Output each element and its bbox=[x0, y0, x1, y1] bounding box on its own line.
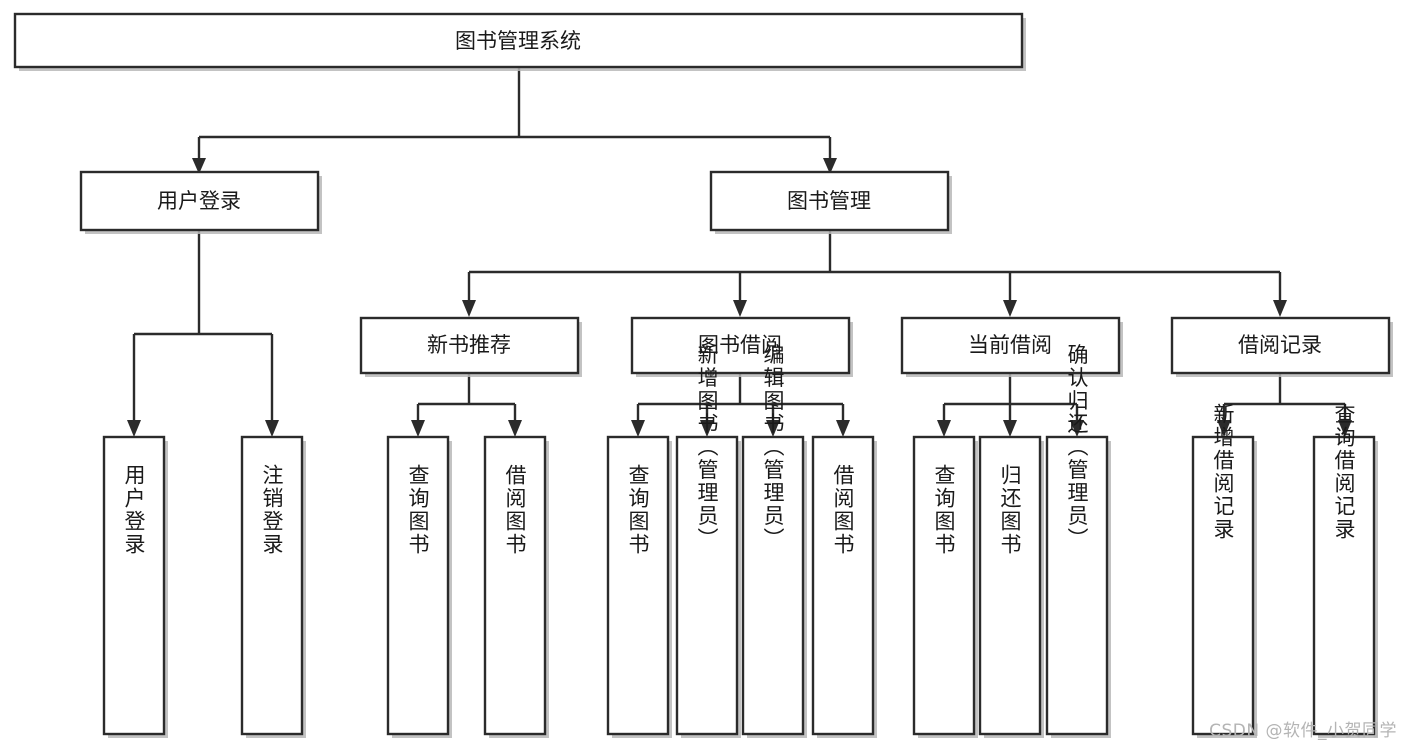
node-leaf-return-book[interactable]: 归还图书 bbox=[978, 435, 1044, 738]
arrow-to-book-manage bbox=[823, 158, 837, 174]
node-leaf-query-record-label: 查询借阅记录 bbox=[1332, 403, 1356, 541]
arrow-to-leaf-logout-login bbox=[265, 420, 279, 437]
node-book-manage-label: 图书管理 bbox=[787, 189, 871, 213]
arrow-to-leaf-query-record bbox=[1338, 420, 1352, 437]
node-leaf-add-book[interactable]: 新增图书（管理员） bbox=[675, 344, 741, 739]
arrow-to-leaf-query-book-1 bbox=[411, 420, 425, 437]
arrow-to-leaf-edit-book bbox=[766, 420, 780, 437]
arrow-to-leaf-query-book-2 bbox=[631, 420, 645, 437]
arrow-to-leaf-return-book bbox=[1003, 420, 1017, 437]
node-book-borrow-label: 图书借阅 bbox=[698, 333, 782, 357]
node-leaf-add-book-label: 新增图书（管理员） bbox=[695, 344, 719, 551]
node-book-borrow[interactable]: 图书借阅 bbox=[630, 316, 853, 377]
node-leaf-borrow-book-1[interactable]: 借阅图书 bbox=[483, 435, 549, 738]
arrow-to-book-borrow bbox=[733, 300, 747, 317]
node-user-login[interactable]: 用户登录 bbox=[79, 170, 322, 234]
connector-root-to-level2 bbox=[192, 67, 837, 174]
arrow-to-leaf-add-book bbox=[700, 420, 714, 437]
arrow-to-leaf-borrow-book-2 bbox=[836, 420, 850, 437]
node-root[interactable]: 图书管理系统 bbox=[13, 12, 1026, 71]
node-leaf-logout-login[interactable]: 注销登录 bbox=[240, 435, 306, 738]
node-new-book-recommend[interactable]: 新书推荐 bbox=[359, 316, 582, 377]
node-leaf-user-login[interactable]: 用户登录 bbox=[102, 435, 168, 738]
node-new-book-recommend-label: 新书推荐 bbox=[427, 333, 511, 357]
node-book-manage[interactable]: 图书管理 bbox=[709, 170, 952, 234]
node-current-borrow-label: 当前借阅 bbox=[968, 333, 1052, 357]
node-leaf-query-book-1-label: 查询图书 bbox=[406, 464, 430, 556]
arrow-to-user-login bbox=[192, 158, 206, 174]
node-leaf-add-record-label: 新增借阅记录 bbox=[1211, 403, 1235, 541]
connector-current-borrow-to-leaves bbox=[937, 373, 1084, 437]
node-leaf-query-book-3-label: 查询图书 bbox=[932, 464, 956, 556]
arrow-to-leaf-add-record bbox=[1217, 420, 1231, 437]
arrow-to-leaf-user-login bbox=[127, 420, 141, 437]
node-leaf-add-record[interactable]: 新增借阅记录 bbox=[1191, 403, 1257, 738]
connector-new-book-recommend-to-leaves bbox=[411, 373, 522, 437]
csdn-watermark: CSDN @软件_小贺同学 bbox=[1209, 721, 1397, 741]
node-leaf-query-book-2-label: 查询图书 bbox=[626, 464, 650, 556]
connector-book-borrow-to-leaves bbox=[631, 373, 850, 437]
arrow-to-leaf-borrow-book-1 bbox=[508, 420, 522, 437]
arrow-to-borrow-record bbox=[1273, 300, 1287, 317]
node-leaf-query-book-1[interactable]: 查询图书 bbox=[386, 435, 452, 738]
arrow-to-new-book-recommend bbox=[462, 300, 476, 317]
arrow-to-current-borrow bbox=[1003, 300, 1017, 317]
node-leaf-borrow-book-1-label: 借阅图书 bbox=[503, 464, 527, 556]
node-leaf-return-book-label: 归还图书 bbox=[998, 464, 1022, 556]
node-borrow-record[interactable]: 借阅记录 bbox=[1170, 316, 1393, 377]
node-leaf-edit-book-label: 编辑图书（管理员） bbox=[761, 344, 785, 551]
node-leaf-logout-login-label: 注销登录 bbox=[260, 464, 284, 556]
node-leaf-query-book-3[interactable]: 查询图书 bbox=[912, 435, 978, 738]
arrow-to-leaf-confirm-return bbox=[1070, 420, 1084, 437]
connector-borrow-record-to-leaves bbox=[1217, 373, 1352, 437]
connector-layer bbox=[127, 67, 1352, 437]
node-borrow-record-label: 借阅记录 bbox=[1238, 333, 1322, 357]
connector-user-login-to-leaves bbox=[127, 230, 279, 437]
node-leaf-borrow-book-2[interactable]: 借阅图书 bbox=[811, 435, 877, 738]
node-leaf-query-record[interactable]: 查询借阅记录 bbox=[1312, 403, 1378, 738]
node-root-label: 图书管理系统 bbox=[455, 29, 581, 53]
node-leaf-borrow-book-2-label: 借阅图书 bbox=[831, 464, 855, 556]
node-leaf-edit-book[interactable]: 编辑图书（管理员） bbox=[741, 344, 807, 739]
node-leaf-user-login-label: 用户登录 bbox=[122, 464, 146, 556]
node-leaf-confirm-return[interactable]: 确认归还（管理员） bbox=[1045, 344, 1111, 739]
connector-book-manage-to-level3 bbox=[462, 230, 1287, 317]
node-leaf-confirm-return-label: 确认归还（管理员） bbox=[1065, 344, 1089, 551]
node-user-login-label: 用户登录 bbox=[157, 189, 241, 213]
node-leaf-query-book-2[interactable]: 查询图书 bbox=[606, 435, 672, 738]
node-current-borrow[interactable]: 当前借阅 bbox=[900, 316, 1123, 377]
arrow-to-leaf-query-book-3 bbox=[937, 420, 951, 437]
